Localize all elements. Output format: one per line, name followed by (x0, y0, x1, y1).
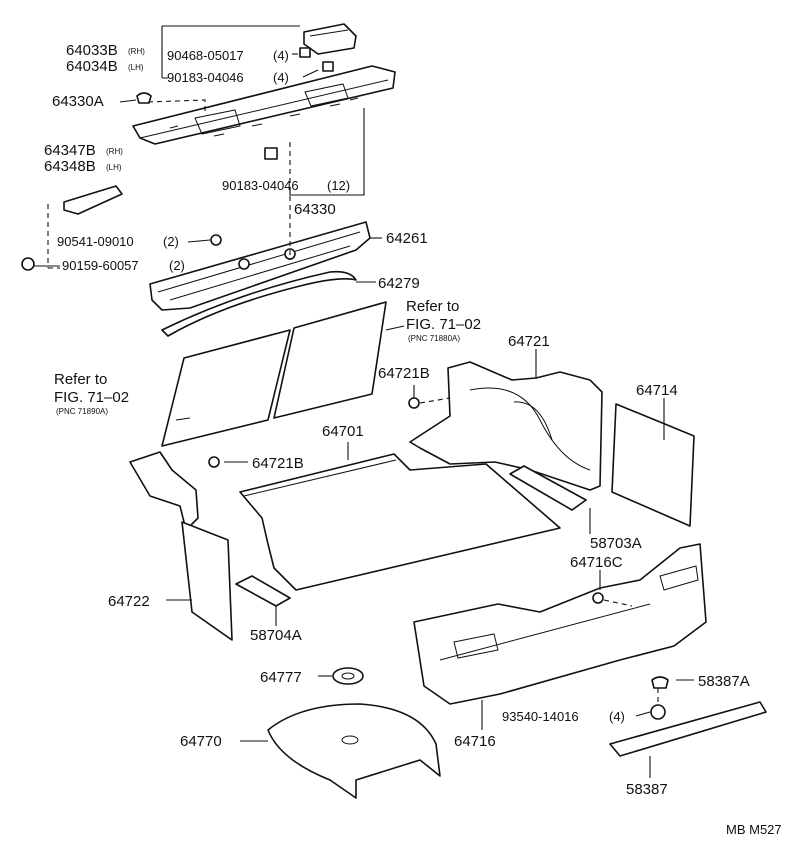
clip-64716c (592, 592, 604, 604)
grommet-64777-inner (341, 672, 355, 680)
label-64721b-upper: 64721B (378, 365, 430, 382)
leader-lines (34, 25, 694, 778)
bracket-58704a-drawing (235, 575, 291, 607)
clip-64721b-right (408, 397, 420, 409)
ref1-line1: Refer to (406, 298, 459, 315)
clip-garnish-a (238, 258, 250, 270)
clip-58387a-drawing (651, 676, 669, 689)
label-58703a: 58703A (590, 535, 642, 552)
seatback-board-right-drawing (273, 301, 387, 419)
spare-cover-64770-drawing (267, 703, 441, 799)
clip-90468 (299, 47, 311, 58)
label-rh-1: (RH) (128, 47, 145, 56)
label-64701: 64701 (322, 423, 364, 440)
clip-90183-top (322, 61, 334, 72)
label-58704a: 58704A (250, 627, 302, 644)
rear-garnish-panel-drawing (149, 221, 371, 311)
label-90541-qty: (2) (163, 234, 179, 249)
clip-64721b-left (208, 456, 220, 468)
label-90159-qty: (2) (169, 258, 185, 273)
label-64716c: 64716C (570, 554, 623, 571)
clip-93540-drawing (650, 704, 666, 720)
label-93540-qty: (4) (609, 709, 625, 724)
label-64034b: 64034B (66, 58, 118, 75)
label-58387a: 58387A (698, 673, 750, 690)
bracket-64347b-drawing (63, 185, 123, 215)
seatback-board-left-drawing (161, 329, 291, 447)
screw-90159 (21, 257, 35, 271)
scuff-plate-58387-drawing (609, 701, 767, 757)
label-64722: 64722 (108, 593, 150, 610)
ref2-pnc: (PNC 71890A) (56, 407, 108, 416)
clip-90183-mid (264, 147, 278, 160)
label-90183-04046-a: 90183-04046 (167, 70, 244, 85)
label-93540-14016: 93540-14016 (502, 709, 579, 724)
rear-end-trim-64716-drawing (413, 543, 707, 705)
side-trim-64722-drawing (129, 451, 233, 641)
label-64033b: 64033B (66, 42, 118, 59)
grommet-64777-drawing (332, 667, 364, 685)
label-64777: 64777 (260, 669, 302, 686)
trunk-mat-64701-drawing (239, 453, 561, 591)
label-90468-05017: 90468-05017 (167, 48, 244, 63)
screw-90541 (210, 234, 222, 246)
label-lh-1: (LH) (128, 63, 144, 72)
label-64714: 64714 (636, 382, 678, 399)
side-trim-64721-drawing (409, 361, 603, 491)
label-64330a: 64330A (52, 93, 104, 110)
ref1-line2: FIG. 71–02 (406, 316, 481, 333)
label-64279: 64279 (378, 275, 420, 292)
label-90183-b-qty: (12) (327, 178, 350, 193)
tray-cover-drawing (303, 23, 357, 55)
bracket-58703a-drawing (509, 465, 587, 511)
label-lh-2: (LH) (106, 163, 122, 172)
label-90541-09010: 90541-09010 (57, 234, 134, 249)
label-64261: 64261 (386, 230, 428, 247)
diagram-code: MB M527 (726, 822, 782, 837)
panel-64714-drawing (611, 403, 695, 527)
label-64347b: 64347B (44, 142, 96, 159)
label-rh-2: (RH) (106, 147, 123, 156)
weatherstrip-64279-drawing (161, 270, 357, 337)
label-64770: 64770 (180, 733, 222, 750)
ref2-line1: Refer to (54, 371, 107, 388)
label-90159-60057: 90159-60057 (62, 258, 139, 273)
label-58387: 58387 (626, 781, 668, 798)
label-90468-qty: (4) (273, 48, 289, 63)
label-64716: 64716 (454, 733, 496, 750)
label-64348b: 64348B (44, 158, 96, 175)
label-64721b-lower: 64721B (252, 455, 304, 472)
ref2-line2: FIG. 71–02 (54, 389, 129, 406)
label-90183-a-qty: (4) (273, 70, 289, 85)
label-64721: 64721 (508, 333, 550, 350)
ref1-pnc: (PNC 71880A) (408, 334, 460, 343)
package-tray-drawing (132, 65, 396, 145)
label-64330: 64330 (294, 201, 336, 218)
label-90183-04046-b: 90183-04046 (222, 178, 299, 193)
